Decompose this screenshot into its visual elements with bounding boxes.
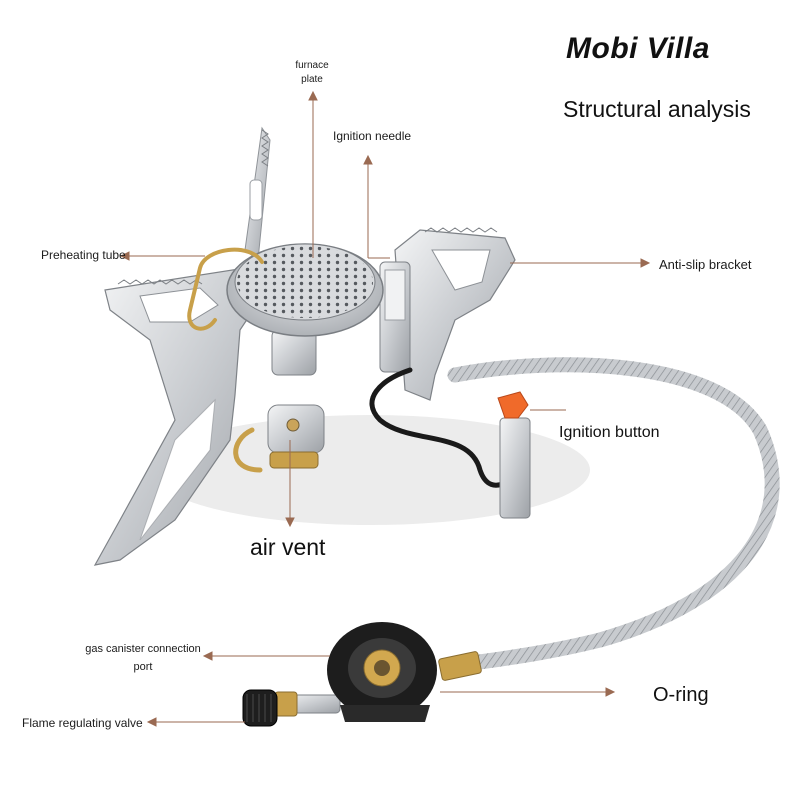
page-subtitle: Structural analysis xyxy=(563,96,751,122)
preheating-tube xyxy=(187,247,264,331)
brand-title: Mobi Villa xyxy=(566,32,710,65)
label-preheating-tube: Preheating tube xyxy=(41,248,126,262)
label-o-ring: O-ring xyxy=(653,684,709,706)
stove-shadow xyxy=(150,415,590,525)
braided-hose xyxy=(447,357,780,673)
ignition-wire xyxy=(369,367,513,488)
label-gas-canister-port: gas canister connection port xyxy=(85,643,201,673)
flame-valve-knob xyxy=(242,689,278,727)
ignition-housing xyxy=(499,417,531,519)
label-ignition-needle: Ignition needle xyxy=(333,129,412,143)
label-anti-slip-bracket: Anti-slip bracket xyxy=(659,257,752,272)
label-air-vent: air vent xyxy=(250,534,326,560)
label-ignition-button: Ignition button xyxy=(559,424,660,441)
pointer-lines xyxy=(119,90,651,727)
ignition-button xyxy=(497,391,529,419)
label-flame-regulating-valve: Flame regulating valve xyxy=(22,716,143,730)
label-furnace-plate: furnace plate xyxy=(295,60,329,85)
burner-stem xyxy=(271,329,317,376)
air-vent-hole xyxy=(286,418,300,432)
